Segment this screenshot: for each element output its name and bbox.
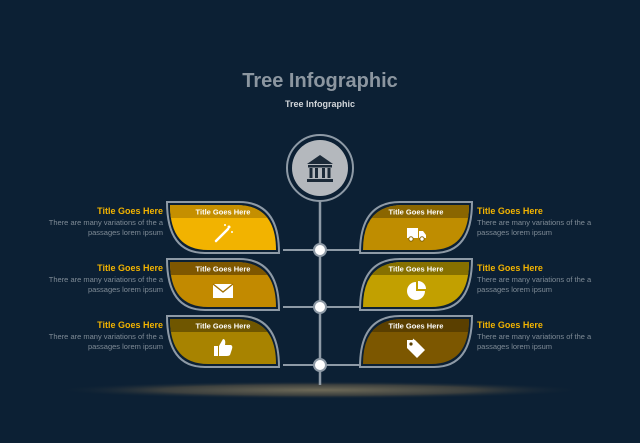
- leaf-right-3: Title Goes Here: [358, 315, 474, 368]
- leaf-title-band: [363, 262, 469, 275]
- leaf-title-band: [170, 319, 276, 332]
- leaf-outline: [358, 315, 474, 368]
- junction-node: [313, 243, 327, 257]
- branch-heading: Title Goes Here: [477, 320, 543, 330]
- ground-shadow: [55, 381, 585, 399]
- leaf-title-band: [363, 319, 469, 332]
- branch-body-text: There are many variations of the a passa…: [477, 218, 592, 237]
- leaf-title-band: [170, 262, 276, 275]
- bank-icon: [307, 155, 333, 182]
- price-tag-icon: [407, 338, 425, 358]
- branch-body-text: There are many variations of the a passa…: [477, 332, 592, 351]
- page-title: Tree Infographic: [242, 70, 398, 92]
- leaf-title: Title Goes Here: [196, 322, 251, 331]
- leaf-title: Title Goes Here: [389, 322, 444, 331]
- leaf-outline: [358, 201, 474, 254]
- branch-heading: Title Goes Here: [97, 206, 163, 216]
- branch-heading: Title Goes Here: [97, 320, 163, 330]
- leaf-title-band: [363, 205, 469, 218]
- leaf-left-3: Title Goes Here: [165, 315, 281, 368]
- leaf-title: Title Goes Here: [389, 265, 444, 274]
- leaf-left-2: Title Goes Here: [165, 258, 281, 311]
- branch-heading: Title Goes Here: [477, 206, 543, 216]
- leaf-outline: [358, 258, 474, 311]
- junction-node: [313, 300, 327, 314]
- leaf-title-band: [170, 205, 276, 218]
- leaf-outline: [165, 201, 281, 254]
- leaf-title: Title Goes Here: [196, 208, 251, 217]
- leaf-right-1: Title Goes Here: [358, 201, 474, 254]
- leaf-right-2: Title Goes Here: [358, 258, 474, 311]
- leaf-title: Title Goes Here: [196, 265, 251, 274]
- leaf-outline: [165, 258, 281, 311]
- root-node-fill: [292, 140, 348, 196]
- page-subtitle: Tree Infographic: [284, 99, 355, 109]
- branch-body-text: There are many variations of the a passa…: [477, 275, 592, 294]
- magic-wand-icon: [214, 224, 233, 243]
- thumbs-up-icon: [214, 339, 233, 356]
- branch-heading: Title Goes Here: [97, 263, 163, 273]
- leaf-title: Title Goes Here: [389, 208, 444, 217]
- junction-node: [313, 358, 327, 372]
- envelope-icon: [212, 283, 234, 298]
- leaf-left-1: Title Goes Here: [165, 201, 281, 254]
- pie-chart-icon: [407, 281, 426, 300]
- branch-body-text: There are many variations of the a passa…: [48, 218, 163, 237]
- junction-nodes: [313, 243, 327, 372]
- branch-body-text: There are many variations of the a passa…: [48, 275, 163, 294]
- truck-icon: [407, 228, 426, 242]
- leaf-outline: [165, 315, 281, 368]
- branch-body-text: There are many variations of the a passa…: [48, 332, 163, 351]
- branch-heading: Title Goes Here: [477, 263, 543, 273]
